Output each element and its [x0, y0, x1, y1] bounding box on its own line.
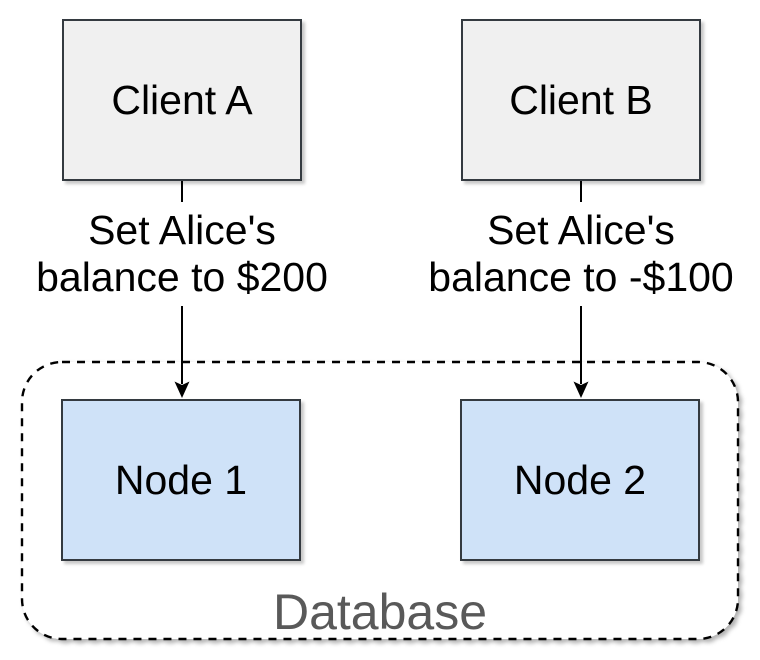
client-b-label: Client B: [509, 76, 653, 123]
database-label: Database: [272, 584, 488, 640]
edge-label-client-a: Set Alice's balance to $200: [26, 202, 338, 306]
edge-label-client-a-line2: balance to $200: [36, 254, 328, 300]
node-2-box: Node 2: [460, 399, 700, 561]
edge-label-client-b-line2: balance to -$100: [428, 254, 734, 300]
edge-label-client-b-line1: Set Alice's: [487, 207, 675, 253]
edge-label-client-a-line1: Set Alice's: [88, 207, 276, 253]
client-a-label: Client A: [111, 76, 253, 123]
node-1-box: Node 1: [61, 399, 301, 561]
client-a-box: Client A: [62, 19, 302, 181]
arrowhead-icon: [174, 381, 190, 398]
edge-label-client-b: Set Alice's balance to -$100: [418, 202, 744, 306]
arrowhead-icon: [573, 381, 589, 398]
node-1-label: Node 1: [114, 456, 248, 503]
node-2-label: Node 2: [513, 456, 647, 503]
client-b-box: Client B: [461, 19, 701, 181]
